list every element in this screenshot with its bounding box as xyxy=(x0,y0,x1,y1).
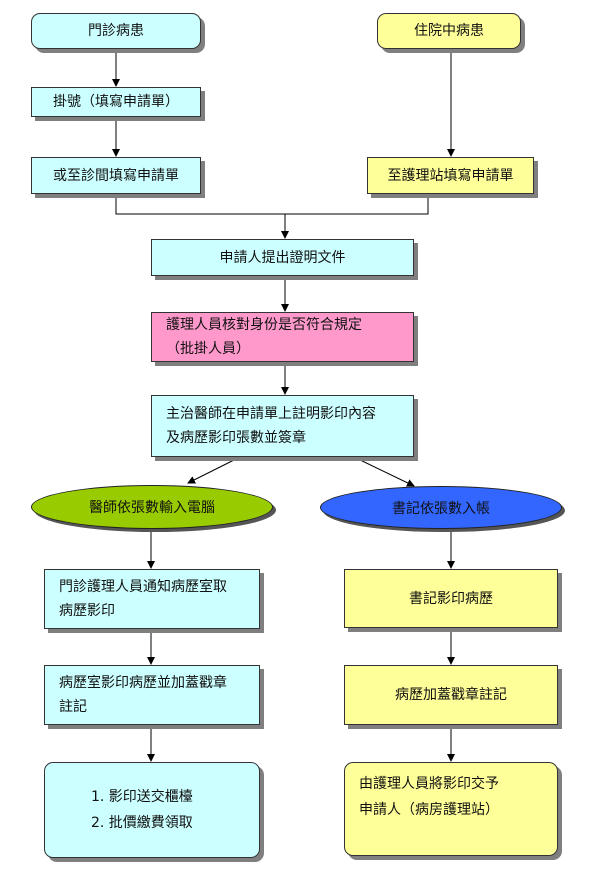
node-label-line2: 申請人（病房護理站） xyxy=(359,802,499,818)
node-clinic-form: 或至診間填寫申請單 xyxy=(31,157,201,194)
node-label-line2: 病歷影印 xyxy=(59,603,115,619)
node-label: 申請人提出證明文件 xyxy=(219,249,346,266)
node-nurse-station-form: 至護理站填寫申請單 xyxy=(367,157,534,194)
node-copy-and-stamp: 病歷室影印病歷並加蓋戳章 註記 xyxy=(44,665,260,725)
node-label-line2: 及病歷影印張數並簽章 xyxy=(166,430,306,446)
node-verify-identity: 護理人員核對身份是否符合規定 （批掛人員） xyxy=(151,312,414,362)
node-label-line1: 門診護理人員通知病歷室取 xyxy=(59,579,227,595)
line-merge-left xyxy=(115,193,285,215)
node-final-left: 1. 影印送交櫃檯 2. 批價繳費領取 xyxy=(44,762,260,858)
node-label-line1: 主治醫師在申請單上註明影印內容 xyxy=(166,406,376,422)
arrow-doctor-clerk xyxy=(353,456,415,487)
node-clerk-account: 書記依張數入帳 xyxy=(320,486,562,529)
node-inpatient: 住院中病患 xyxy=(377,13,521,49)
arrow-doctor-enter xyxy=(187,456,241,484)
node-doctor-annotate: 主治醫師在申請單上註明影印內容 及病歷影印張數並簽章 xyxy=(151,395,414,457)
node-final-right: 由護理人員將影印交予 申請人（病房護理站） xyxy=(344,762,558,856)
node-label-line1: 護理人員核對身份是否符合規定 xyxy=(166,317,362,333)
node-label: 住院中病患 xyxy=(414,23,484,39)
node-label-line1: 病歷室影印病歷並加蓋戳章 xyxy=(59,675,227,691)
node-label: 醫師依張數輸入電腦 xyxy=(89,500,215,516)
node-label-line2: 2. 批價繳費領取 xyxy=(91,815,193,831)
node-label: 至護理站填寫申請單 xyxy=(387,167,514,184)
node-notify-records: 門診護理人員通知病歷室取 病歷影印 xyxy=(44,569,260,629)
node-label-line1: 由護理人員將影印交予 xyxy=(359,776,499,792)
node-label: 書記影印病歷 xyxy=(409,590,493,607)
node-label: 掛號（填寫申請單） xyxy=(53,94,179,110)
node-stamp-note: 病歷加蓋戳章註記 xyxy=(344,665,558,725)
node-label-line2: （批掛人員） xyxy=(166,341,250,357)
node-doctor-enter-computer: 醫師依張數輸入電腦 xyxy=(31,485,273,529)
line-merge-right xyxy=(285,195,429,215)
node-label: 或至診間填寫申請單 xyxy=(53,167,179,184)
node-label: 書記依張數入帳 xyxy=(392,500,490,517)
node-clerk-copy: 書記影印病歷 xyxy=(344,569,558,628)
node-outpatient: 門診病患 xyxy=(31,13,201,49)
node-label-line1: 1. 影印送交櫃檯 xyxy=(91,789,193,805)
node-label-line2: 註記 xyxy=(59,699,87,715)
node-submit-docs: 申請人提出證明文件 xyxy=(151,239,414,276)
node-label: 門診病患 xyxy=(88,23,144,39)
node-label: 病歷加蓋戳章註記 xyxy=(395,687,507,703)
node-register: 掛號（填寫申請單） xyxy=(31,87,201,117)
